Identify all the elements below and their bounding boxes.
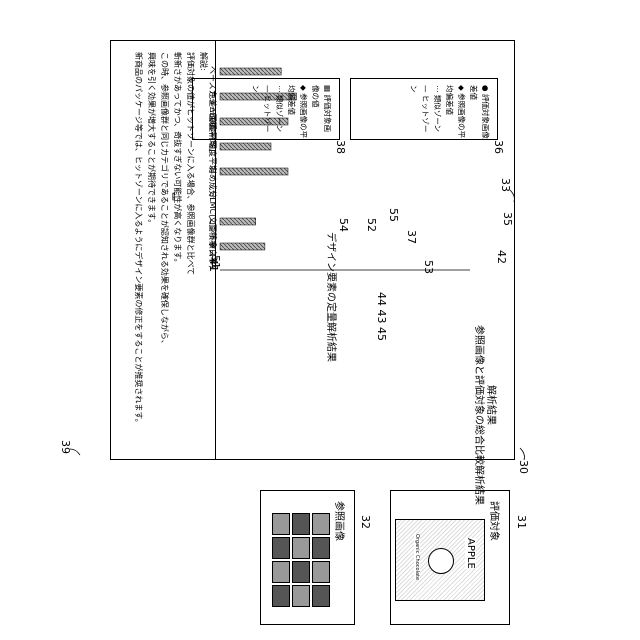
reference-thumbnail: [292, 513, 310, 535]
legend-box-left: ● 評価対象画像差値 ◆ 参照画像の平均偏差値 ⋯ 類似ゾーン — ヒットゾーン: [350, 78, 498, 140]
ref-panel-title: 参照画像: [333, 501, 348, 541]
reference-thumbnail: [272, 513, 290, 535]
ref-53: 53: [422, 260, 435, 274]
product-caption: Organic Chocolate: [414, 534, 420, 580]
ref-38: 38: [334, 140, 347, 154]
comment-heading: 解説:: [197, 52, 210, 450]
apple-icon: [428, 548, 454, 574]
ref-55: 55: [387, 208, 400, 222]
ref-52: 52: [365, 218, 378, 232]
reference-thumbnail: [312, 537, 330, 559]
legend-dotted-icon: ⋯: [275, 85, 284, 93]
legend-diamond-icon: ◆: [299, 85, 308, 91]
product-logo: APPLE: [465, 538, 476, 569]
product-image: APPLE Organic Chocolate: [395, 519, 485, 601]
reference-images-panel: 参照画像: [260, 490, 355, 625]
reference-thumbnail-grid: [270, 513, 330, 609]
legend-left-items: ● 評価対象画像差値 ◆ 参照画像の平均偏差値 ⋯ 類似ゾーン — ヒットゾーン: [407, 85, 491, 139]
reference-thumbnail: [272, 561, 290, 583]
ref-36: 36: [492, 140, 505, 154]
comment-section: 解説: 評価対象の値がヒットゾーンに入る場合、参照画像群と比べて 斬新さがあって…: [118, 52, 210, 450]
leader-30: [520, 448, 525, 460]
eval-panel-title: 評価対象: [488, 501, 503, 541]
ref-42: 42: [495, 250, 508, 264]
reference-thumbnail: [292, 585, 310, 607]
ref-37: 37: [405, 230, 418, 244]
ref-33: 33: [499, 178, 512, 192]
comment-line: 新商品のパッケージ等では、ヒットゾーンに入るようにデザイン要素の修正をすることが…: [132, 52, 145, 450]
ref-54: 54: [337, 218, 350, 232]
comment-line: 斬新さがあってかつ、奇抜すぎない可能性が高くなります。: [171, 52, 184, 450]
legend-line-icon: —: [421, 85, 430, 93]
legend-hatch-icon: ▦: [323, 85, 332, 92]
legend-diamond-icon: ◆: [457, 85, 466, 91]
ref-35: 35: [501, 212, 514, 226]
eval-target-panel: 評価対象 APPLE Organic Chocolate: [390, 490, 510, 625]
legend-right-items: ▦ 評価対象画像の値 ◆ 参照画像の平均偏差値 ⋯ 類似ゾーン — ヒットゾーン: [249, 85, 333, 139]
ref-32: 32: [359, 515, 372, 529]
reference-thumbnail: [272, 585, 290, 607]
ref-markers: 44 43 45: [375, 292, 388, 341]
reference-thumbnail: [312, 561, 330, 583]
reference-thumbnail: [292, 537, 310, 559]
comment-line: 評価対象の値がヒットゾーンに入る場合、参照画像群と比べて: [184, 52, 197, 450]
ref-39: 39: [59, 440, 72, 454]
comment-line: この時、参照画像群と同じカテゴリであることが認知される効果を確保しながら、: [158, 52, 171, 450]
overall-title: 参照画像と評価対象の総合比較解析結果: [473, 325, 488, 505]
reference-thumbnail: [312, 513, 330, 535]
ref-31: 31: [515, 515, 528, 529]
reference-thumbnail: [292, 561, 310, 583]
legend-line-icon: —: [263, 85, 272, 93]
comment-line: 興味を引く効果が増大することが期待できます。: [145, 52, 158, 450]
reference-thumbnail: [312, 585, 330, 607]
design-title: デザイン要素の定量解析結果: [325, 232, 340, 362]
legend-dotted-icon: ⋯: [433, 85, 442, 93]
legend-dot-icon: ●: [481, 85, 490, 92]
reference-thumbnail: [272, 537, 290, 559]
ref-30: 30: [517, 460, 530, 474]
